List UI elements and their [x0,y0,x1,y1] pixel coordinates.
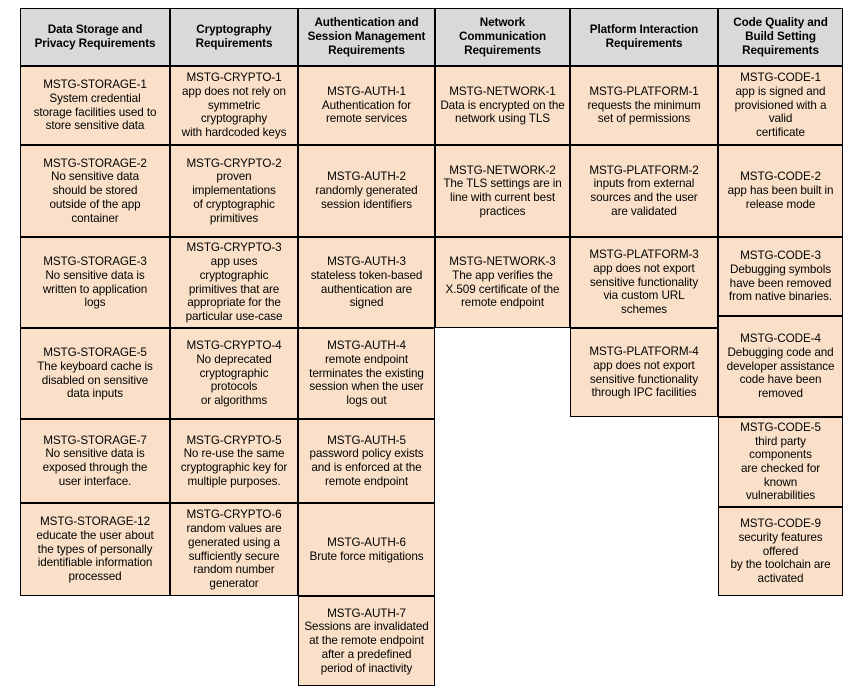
requirement-cell: MSTG-STORAGE-5 The keyboard cache is dis… [20,328,170,419]
requirement-text: MSTG-STORAGE-2 No sensitive data should … [43,156,147,225]
requirement-cell: MSTG-AUTH-4 remote endpoint terminates t… [298,328,435,419]
requirement-text: MSTG-STORAGE-3 No sensitive data is writ… [42,255,148,310]
column-header-label: Code Quality and Build Setting Requireme… [733,16,828,57]
requirement-text: MSTG-AUTH-1 Authentication for remote se… [321,84,412,126]
requirement-cell: MSTG-STORAGE-7 No sensitive data is expo… [20,419,170,503]
requirement-text: MSTG-CODE-1 app is signed and provisione… [734,71,827,140]
column-header-label: Network Communication Requirements [458,16,546,57]
requirement-text: MSTG-CODE-3 Debugging symbols have been … [728,249,833,304]
requirement-cell: MSTG-CODE-5 third party components are c… [718,417,843,507]
requirement-text: MSTG-STORAGE-1 System credential storage… [33,78,157,133]
column-header-crypto: Cryptography Requirements [170,8,298,66]
requirement-text: MSTG-PLATFORM-4 app does not export sens… [589,345,699,400]
requirement-text: MSTG-CODE-2 app has been built in releas… [727,170,834,211]
requirement-text: MSTG-NETWORK-2 The TLS settings are in l… [443,163,562,218]
requirement-text: MSTG-CODE-9 security features offered by… [730,517,831,586]
requirement-text: MSTG-CODE-5 third party components are c… [740,420,821,503]
requirement-cell: MSTG-CRYPTO-3 app uses cryptographic pri… [170,237,298,328]
requirement-cell: MSTG-CRYPTO-1 app does not rely on symme… [170,66,298,145]
column-header-label: Platform Interaction Requirements [589,23,699,50]
column-header-label: Data Storage and Privacy Requirements [34,23,156,50]
column-header-label: Authentication and Session Management Re… [307,16,426,57]
requirement-text: MSTG-CRYPTO-6 random values are generate… [186,508,282,590]
requirement-cell: MSTG-CODE-9 security features offered by… [718,507,843,596]
requirement-text: MSTG-STORAGE-5 The keyboard cache is dis… [37,346,153,401]
requirement-cell: MSTG-AUTH-3 stateless token-based authen… [298,237,435,328]
column-header-code: Code Quality and Build Setting Requireme… [718,8,843,66]
requirement-cell: MSTG-PLATFORM-4 app does not export sens… [570,328,718,417]
requirement-text: MSTG-AUTH-3 stateless token-based authen… [310,255,423,310]
requirement-text: MSTG-CODE-4 Debugging code and developer… [726,332,835,401]
requirement-text: MSTG-PLATFORM-2 inputs from external sou… [589,163,699,218]
column-header-storage: Data Storage and Privacy Requirements [20,8,170,66]
requirement-cell: MSTG-NETWORK-3 The app verifies the X.50… [435,237,570,328]
requirement-cell: MSTG-AUTH-6 Brute force mitigations [298,503,435,596]
requirement-text: MSTG-CRYPTO-2 proven implementations of … [186,156,282,225]
requirement-cell: MSTG-CRYPTO-5 No re-use the same cryptog… [170,419,298,503]
requirement-cell: MSTG-AUTH-7 Sessions are invalidated at … [298,596,435,686]
requirement-cell: MSTG-PLATFORM-1 requests the minimum set… [570,66,718,145]
requirement-text: MSTG-AUTH-7 Sessions are invalidated at … [304,606,429,675]
requirement-text: MSTG-CRYPTO-4 No deprecated cryptographi… [186,339,282,408]
column-header-network: Network Communication Requirements [435,8,570,66]
requirement-text: MSTG-STORAGE-7 No sensitive data is expo… [42,433,148,488]
requirement-cell: MSTG-CODE-4 Debugging code and developer… [718,316,843,417]
requirement-text: MSTG-AUTH-5 password policy exists and i… [309,433,424,488]
requirement-cell: MSTG-PLATFORM-2 inputs from external sou… [570,145,718,237]
requirement-text: MSTG-PLATFORM-1 requests the minimum set… [587,84,701,126]
requirement-cell: MSTG-CRYPTO-4 No deprecated cryptographi… [170,328,298,419]
requirement-text: MSTG-AUTH-2 randomly generated session i… [315,170,418,211]
requirement-cell: MSTG-STORAGE-3 No sensitive data is writ… [20,237,170,328]
requirement-text: MSTG-AUTH-4 remote endpoint terminates t… [309,339,424,408]
requirement-cell: MSTG-CODE-3 Debugging symbols have been … [718,237,843,316]
requirement-cell: MSTG-AUTH-5 password policy exists and i… [298,419,435,503]
column-header-platform: Platform Interaction Requirements [570,8,718,66]
requirement-cell: MSTG-NETWORK-2 The TLS settings are in l… [435,145,570,237]
requirement-cell: MSTG-CRYPTO-6 random values are generate… [170,503,298,596]
requirement-cell: MSTG-NETWORK-1 Data is encrypted on the … [435,66,570,145]
requirement-cell: MSTG-CODE-1 app is signed and provisione… [718,66,843,145]
requirement-text: MSTG-NETWORK-1 Data is encrypted on the … [440,84,565,126]
requirement-text: MSTG-CRYPTO-1 app does not rely on symme… [181,71,287,140]
column-header-auth: Authentication and Session Management Re… [298,8,435,66]
requirement-cell: MSTG-CRYPTO-2 proven implementations of … [170,145,298,237]
requirement-text: MSTG-NETWORK-3 The app verifies the X.50… [445,255,560,310]
requirement-text: MSTG-AUTH-6 Brute force mitigations [309,535,424,563]
requirement-cell: MSTG-STORAGE-1 System credential storage… [20,66,170,145]
requirement-text: MSTG-STORAGE-12 educate the user about t… [36,515,154,584]
requirement-text: MSTG-CRYPTO-5 No re-use the same cryptog… [180,433,288,488]
requirement-text: MSTG-PLATFORM-3 app does not export sens… [589,248,699,317]
requirement-cell: MSTG-CODE-2 app has been built in releas… [718,145,843,237]
requirement-cell: MSTG-STORAGE-12 educate the user about t… [20,503,170,596]
requirement-text: MSTG-CRYPTO-3 app uses cryptographic pri… [185,241,283,323]
requirement-cell: MSTG-AUTH-1 Authentication for remote se… [298,66,435,145]
column-header-label: Cryptography Requirements [195,23,273,50]
requirement-cell: MSTG-PLATFORM-3 app does not export sens… [570,237,718,328]
requirement-cell: MSTG-STORAGE-2 No sensitive data should … [20,145,170,237]
requirement-cell: MSTG-AUTH-2 randomly generated session i… [298,145,435,237]
